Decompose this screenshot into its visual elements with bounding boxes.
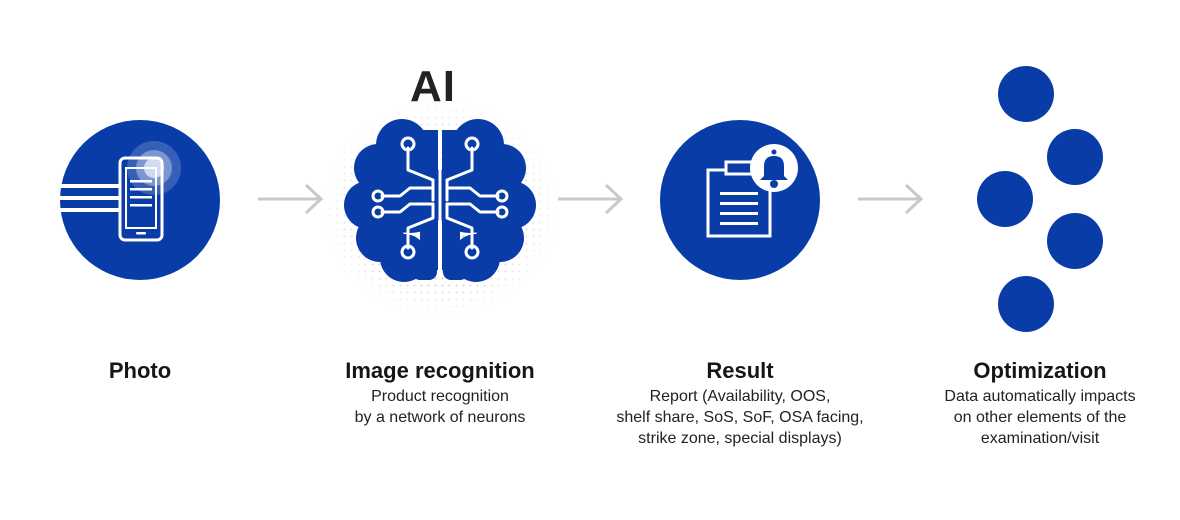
step-description-line: Product recognition — [371, 388, 509, 405]
step-title: Result — [706, 358, 774, 383]
dots-cluster-icon — [977, 66, 1103, 332]
arrow-right-icon — [558, 183, 624, 215]
step-description-line: Data automatically impacts — [944, 388, 1136, 405]
step-title: Image recognition — [345, 358, 535, 383]
step-result-caption: Result Report (Availability, OOS, shelf … — [600, 356, 880, 449]
smartphone-icon — [60, 120, 220, 280]
step-title: Optimization — [973, 358, 1107, 383]
step-description-line: examination/visit — [980, 430, 1100, 447]
arrow-right-icon — [258, 183, 324, 215]
step-photo-caption: Photo — [0, 356, 280, 386]
step-description-line: shelf share, SoS, SoF, OSA facing, — [616, 409, 864, 426]
step-description-line: Report (Availability, OOS, — [649, 388, 831, 405]
step-description-line: strike zone, special displays) — [638, 430, 842, 447]
step-optimization-caption: Optimization Data automatically impacts … — [900, 356, 1180, 449]
brain-circuit-icon — [320, 100, 560, 320]
arrow-right-icon — [858, 183, 924, 215]
step-image-recognition-caption: Image recognition Product recognition by… — [300, 356, 580, 428]
step-title: Photo — [108, 358, 172, 383]
clipboard-bell-icon — [660, 120, 820, 280]
step-description-line: by a network of neurons — [354, 409, 526, 426]
step-description-line: on other elements of the — [953, 409, 1127, 426]
